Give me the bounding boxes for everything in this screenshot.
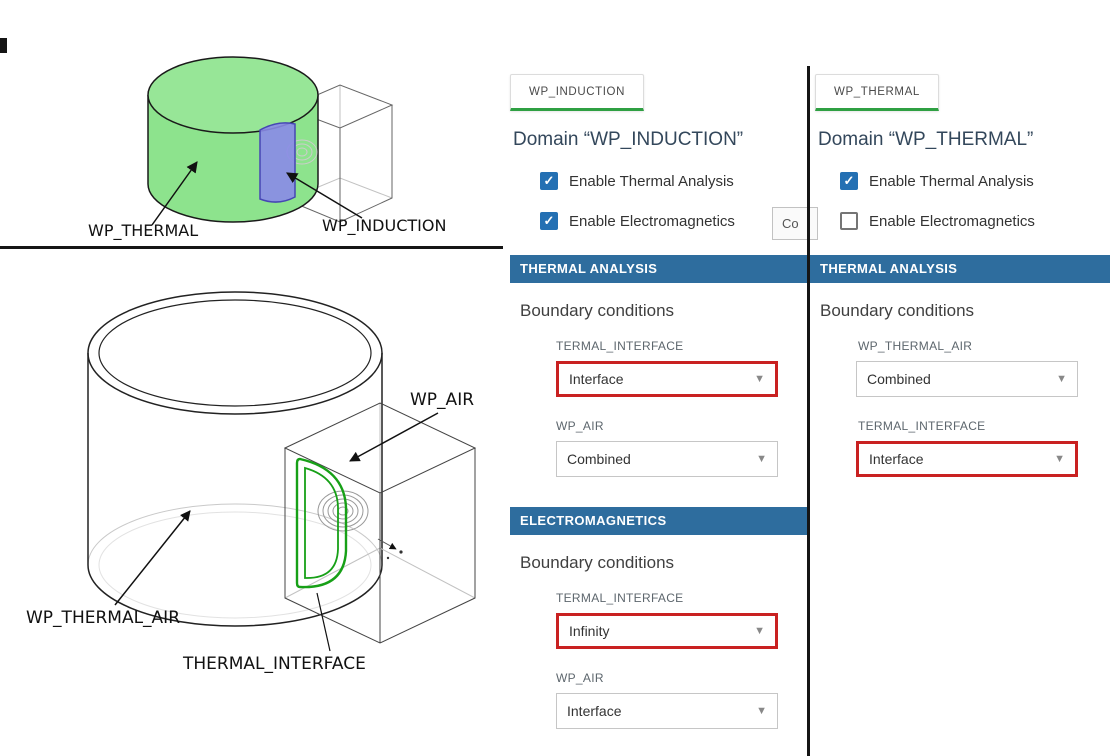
enable-electromagnetics-label: Enable Electromagnetics [569,212,735,230]
field-label-termal-interface: TERMAL_INTERFACE [556,339,684,353]
induction-workpiece-plate [259,122,296,203]
select-thermal-termal-interface[interactable]: Interface ▼ [856,441,1078,477]
enable-electromagnetics-row[interactable]: Enable Electromagnetics [540,209,807,233]
tab-wp-induction[interactable]: WP_INDUCTION [510,74,645,111]
wp-thermal-label: WP_THERMAL [88,221,198,241]
boundary-conditions-heading: Boundary conditions [820,301,975,320]
enable-thermal-label: Enable Thermal Analysis [869,172,1034,190]
select-value: Interface [569,371,624,387]
domain-title: Domain “WP_THERMAL” [818,129,1034,150]
field-label-wp-thermal-air: WP_THERMAL_AIR [858,339,973,353]
select-em-wp-air[interactable]: Interface ▼ [556,693,778,729]
wp-air-label: WP_AIR [410,390,474,410]
thermal-interface-band [295,457,348,589]
enable-thermal-row[interactable]: Enable Thermal Analysis [540,169,807,193]
wireframe-cube [283,402,477,644]
wp-induction-arrow [286,172,363,219]
field-label-termal-interface: TERMAL_INTERFACE [858,419,986,433]
select-thermal-wp-thermal-air[interactable]: Combined ▼ [856,361,1078,397]
truncated-button[interactable]: Co [772,207,818,240]
corner-artifact [0,38,7,53]
field-label-termal-interface: TERMAL_INTERFACE [556,591,684,605]
chevron-down-icon: ▼ [756,453,767,465]
thermal-interface-label: THERMAL_INTERFACE [182,654,366,674]
section-header-thermal-analysis: THERMAL ANALYSIS [810,255,1110,283]
wp-thermal-air-arrow [114,510,191,606]
wp-air-arrow [349,412,439,462]
enable-thermal-row[interactable]: Enable Thermal Analysis [840,169,1110,193]
enable-electromagnetics-row[interactable]: Enable Electromagnetics [840,209,1110,233]
select-em-termal-interface[interactable]: Infinity ▼ [556,613,778,649]
enable-thermal-checkbox[interactable] [840,172,858,190]
wp-thermal-air-label: WP_THERMAL_AIR [26,608,180,628]
boundary-conditions-heading: Boundary conditions [520,553,675,572]
select-value: Infinity [569,623,610,639]
section-header-electromagnetics: ELECTROMAGNETICS [510,507,807,535]
chevron-down-icon: ▼ [756,705,767,717]
enable-thermal-checkbox[interactable] [540,172,558,190]
enable-electromagnetics-checkbox[interactable] [840,212,858,230]
wireframe-cylinder [87,291,383,627]
tab-label: WP_THERMAL [834,85,920,98]
coil-turns [317,490,369,532]
field-label-wp-air: WP_AIR [556,671,604,685]
vertical-divider [807,66,810,756]
enable-thermal-label: Enable Thermal Analysis [569,172,734,190]
panel-wp-thermal: WP_THERMAL Domain “WP_THERMAL” Enable Th… [810,66,1110,477]
wp-thermal-arrow [151,161,198,226]
horizontal-divider [0,246,503,249]
coil-axis-mark [377,538,403,560]
chevron-down-icon: ▼ [1054,453,1065,465]
wp-induction-label: WP_INDUCTION [322,216,446,236]
chevron-down-icon: ▼ [1056,373,1067,385]
select-value: Interface [869,451,924,467]
select-value: Combined [567,451,631,467]
field-label-wp-air: WP_AIR [556,419,604,433]
section-header-thermal-analysis: THERMAL ANALYSIS [510,255,807,283]
enable-electromagnetics-label: Enable Electromagnetics [869,212,1035,230]
tab-wp-thermal[interactable]: WP_THERMAL [815,74,939,111]
chevron-down-icon: ▼ [754,625,765,637]
chevron-down-icon: ▼ [754,373,765,385]
select-thermal-wp-air[interactable]: Combined ▼ [556,441,778,477]
domain-title: Domain “WP_INDUCTION” [513,129,744,150]
induction-domain-diagram: WP_THERMAL WP_INDUCTION [88,56,446,241]
thermal-interface-leader [316,592,331,652]
select-value: Combined [867,371,931,387]
boundary-conditions-heading: Boundary conditions [520,301,675,320]
thermal-domain-diagram: WP_AIR WP_THERMAL_AIR THERMAL_INTERFACE [26,291,477,674]
enable-electromagnetics-checkbox[interactable] [540,212,558,230]
tab-label: WP_INDUCTION [529,85,626,98]
panel-wp-induction: WP_INDUCTION Domain “WP_INDUCTION” Enabl… [510,66,818,729]
select-value: Interface [567,703,622,719]
select-thermal-termal-interface[interactable]: Interface ▼ [556,361,778,397]
